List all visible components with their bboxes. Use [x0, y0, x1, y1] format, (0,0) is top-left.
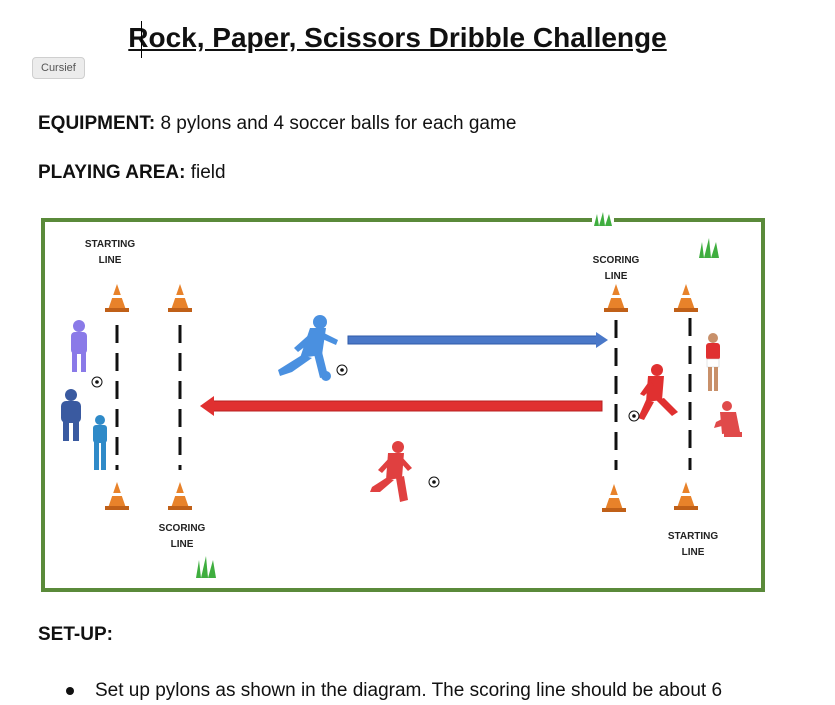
cone-icon [168, 284, 192, 312]
scoring-line-top-label: SCORING [593, 255, 640, 266]
cone-icon [674, 284, 698, 312]
document-title: Rock, Paper, Scissors Dribble Challenge [128, 22, 667, 53]
text-cursor [141, 21, 142, 58]
setup-heading: SET-UP: [38, 624, 113, 645]
blue-player-child-icon [93, 415, 107, 470]
red-player-crouching-icon [714, 401, 742, 437]
scoring-line-bottom-label: LINE [171, 539, 194, 550]
starting-line-left-label: LINE [99, 255, 122, 266]
playing-area-line: PLAYING AREA: field [38, 162, 226, 184]
equipment-label: EQUIPMENT: [38, 113, 156, 134]
soccer-ball-icon [428, 476, 440, 488]
setup-bullet-text: Set up pylons as shown in the diagram. T… [95, 680, 723, 701]
equipment-line: EQUIPMENT: 8 pylons and 4 soccer balls f… [38, 113, 516, 135]
cone-icon [105, 284, 129, 312]
equipment-text: 8 pylons and 4 soccer balls for each gam… [155, 113, 517, 134]
soccer-ball-icon [628, 410, 640, 422]
cone-icon [602, 484, 626, 512]
blue-player-group-icon [61, 389, 81, 441]
playing-area-text: field [185, 162, 226, 183]
cone-icon [604, 284, 628, 312]
scoring-line-bottom-label: SCORING [159, 523, 206, 534]
grass-tuft-top-right-icon [699, 238, 719, 258]
starting-line-right-label: STARTING [668, 531, 719, 542]
field-diagram: STARTING LINE SCORING LINE SCORING LINE … [41, 212, 765, 592]
blue-player-dribbling-icon [278, 315, 338, 381]
scoring-line-top-label: LINE [605, 271, 628, 282]
grass-tuft-top-icon [592, 212, 614, 226]
playing-area-label: PLAYING AREA: [38, 162, 186, 183]
blue-player-standing-icon [71, 320, 87, 372]
red-arrow-left [200, 396, 603, 416]
bullet-icon [66, 687, 74, 695]
paragraph-style-chip[interactable]: Cursief [32, 57, 85, 79]
cone-icon [168, 482, 192, 510]
red-player-running-icon [638, 364, 678, 420]
red-player-standing-icon [706, 333, 720, 391]
field-border [41, 218, 765, 592]
starting-line-left-label: STARTING [85, 239, 136, 250]
soccer-ball-icon [336, 364, 348, 376]
cone-icon [105, 482, 129, 510]
starting-line-right-label: LINE [682, 547, 705, 558]
red-player-running-icon [370, 441, 412, 502]
soccer-ball-icon [91, 376, 103, 388]
blue-arrow-right [347, 332, 608, 348]
grass-tuft-bottom-icon [196, 556, 216, 578]
cone-icon [674, 482, 698, 510]
